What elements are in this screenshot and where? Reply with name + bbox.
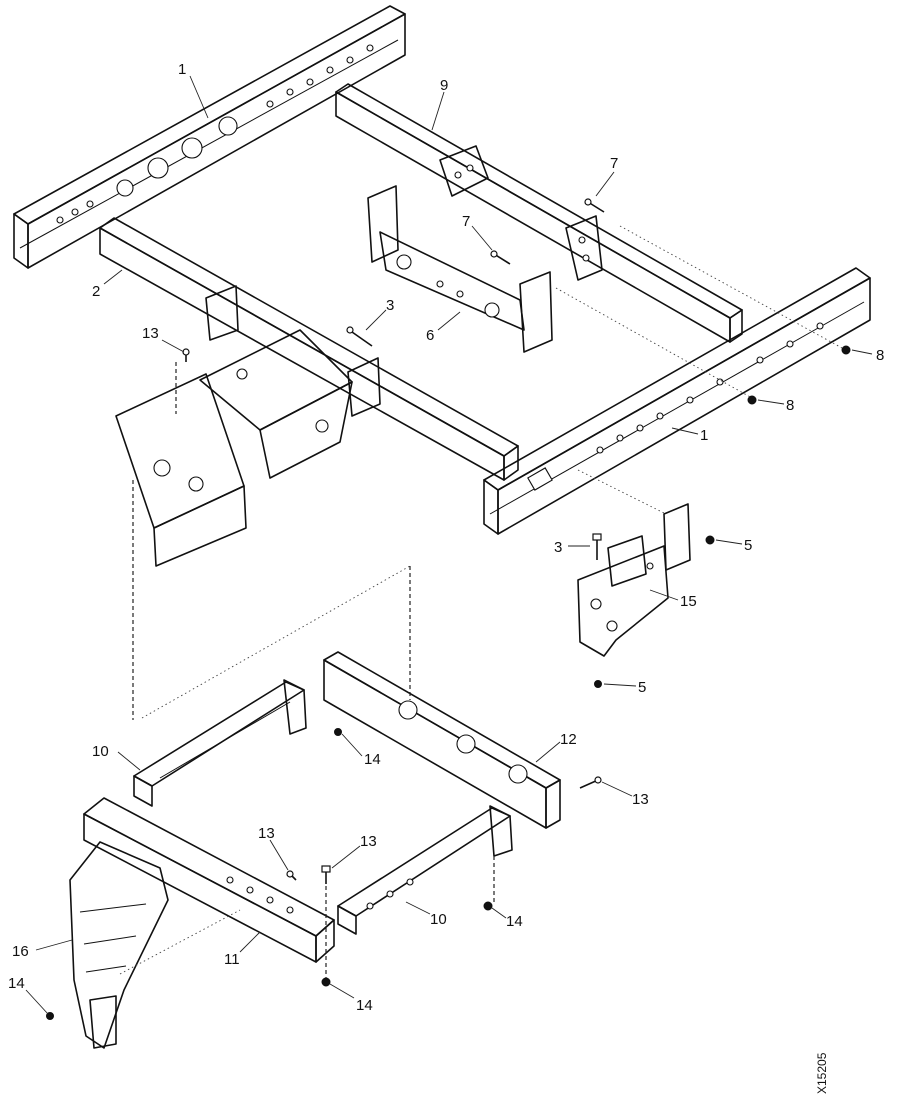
front-support-assembly	[115, 329, 353, 567]
nut-8-middle	[747, 395, 757, 405]
crossmember-front	[99, 217, 519, 481]
crossmember-rear	[335, 83, 743, 343]
bolt-7-lower	[490, 250, 511, 265]
callout-10-right: 10	[430, 911, 447, 928]
lower-member-left	[133, 679, 307, 807]
callout-5-lower: 5	[638, 679, 646, 696]
bolt-7-upper	[584, 198, 605, 213]
bolt-13-lower-a	[286, 870, 297, 881]
callout-1-top: 1	[178, 61, 186, 78]
nut-14-bottom	[321, 977, 331, 987]
callout-13-lower-a: 13	[258, 825, 275, 842]
callout-15: 15	[680, 593, 697, 610]
nut-14-upper	[334, 728, 342, 736]
side-rail-right	[483, 267, 871, 535]
callout-6: 6	[426, 327, 434, 344]
callout-14-upper: 14	[364, 751, 381, 768]
callout-13-right: 13	[632, 791, 649, 808]
callout-3-right: 3	[554, 539, 562, 556]
callout-3-upper: 3	[386, 297, 394, 314]
callout-7-lower: 7	[462, 213, 470, 230]
callout-8-middle: 8	[786, 397, 794, 414]
nut-14-left	[46, 1012, 54, 1020]
rear-bracket	[577, 503, 691, 657]
callout-8-right: 8	[876, 347, 884, 364]
nut-5-lower	[594, 680, 602, 688]
side-rail-left	[13, 5, 406, 269]
callout-13-lower-b: 13	[360, 833, 377, 850]
lower-member-right	[337, 805, 513, 935]
bolt-13-top	[182, 348, 190, 362]
callout-14-bottom: 14	[356, 997, 373, 1014]
callout-7-upper: 7	[610, 155, 618, 172]
callout-9: 9	[440, 77, 448, 94]
tow-bracket	[69, 841, 169, 1049]
bolt-3-upper	[346, 326, 373, 347]
callout-10-left: 10	[92, 743, 109, 760]
bolt-13-lower-b	[321, 865, 331, 884]
mounting-bracket	[367, 185, 553, 353]
callout-11: 11	[224, 951, 240, 968]
callout-12: 12	[560, 731, 577, 748]
callout-2: 2	[92, 283, 100, 300]
callout-5-upper: 5	[744, 537, 752, 554]
lower-crossmember-11	[83, 797, 335, 963]
assembly-guides	[119, 225, 843, 978]
reference-code: X15205	[815, 1052, 829, 1094]
bolt-13-right	[579, 776, 602, 789]
lower-crossmember-12	[323, 651, 561, 829]
nut-5-upper	[705, 535, 715, 545]
callout-13-top: 13	[142, 325, 159, 342]
callout-14-right: 14	[506, 913, 523, 930]
callout-1-right: 1	[700, 427, 708, 444]
bolt-3-right	[592, 533, 602, 560]
callout-14-left: 14	[8, 975, 25, 992]
callout-16: 16	[12, 943, 29, 960]
nut-8-right	[841, 345, 851, 355]
callout-labels: 1 9 7 7 2 3 6 13 8 8 1 3 5 15 5 10 12 14…	[8, 61, 884, 1014]
leader-lines	[25, 75, 873, 1015]
nut-14-right	[483, 901, 493, 911]
